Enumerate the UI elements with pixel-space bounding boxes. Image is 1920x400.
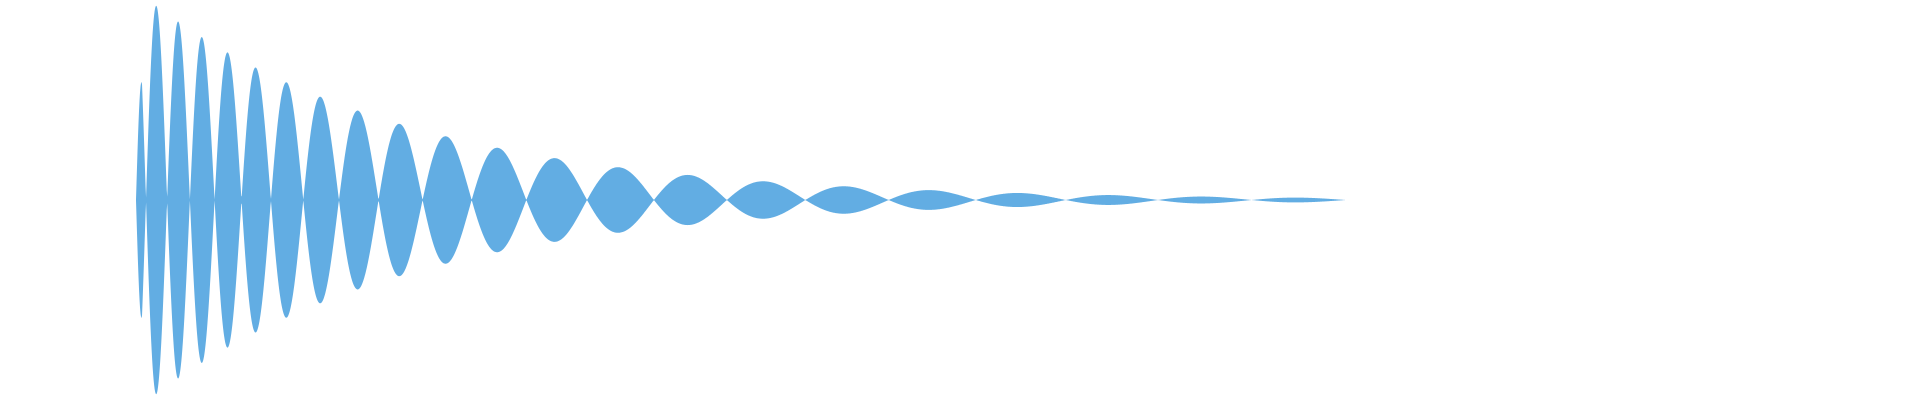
waveform-fill — [136, 5, 1345, 395]
